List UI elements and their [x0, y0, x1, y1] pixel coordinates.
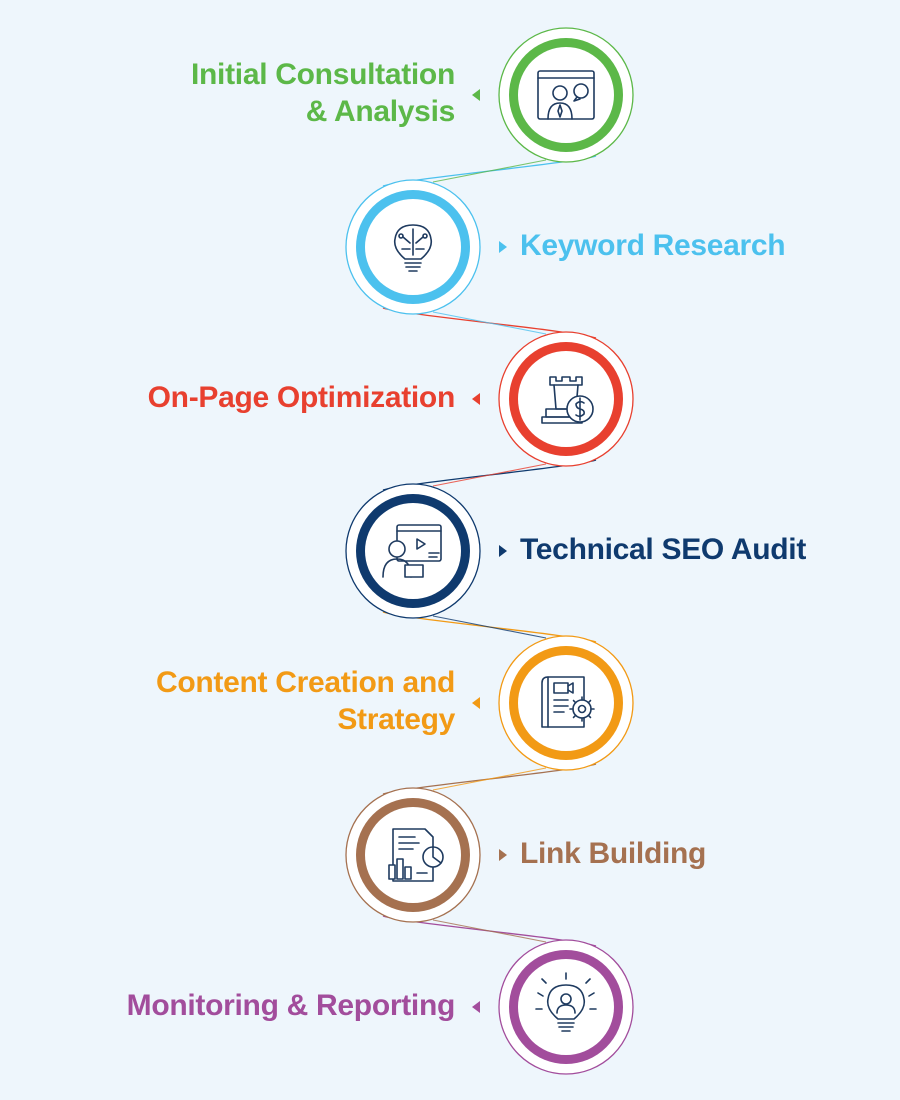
- step-label-line: On-Page Optimization: [147, 380, 456, 414]
- connector-line: [432, 311, 547, 335]
- brain-lightbulb-icon: [393, 224, 433, 272]
- pointer-arrow: [472, 1001, 480, 1013]
- step-label-line: Keyword Research: [520, 228, 786, 262]
- connector-line: [432, 615, 547, 639]
- video-consultation-icon: [537, 70, 595, 120]
- inner-circle: [518, 351, 614, 447]
- idea-bulb-person-icon: [535, 972, 597, 1032]
- inner-circle: [365, 807, 461, 903]
- step-label: On-Page Optimization: [147, 379, 456, 416]
- pointer-arrow: [499, 545, 507, 557]
- inner-circle: [365, 503, 461, 599]
- step-label: Monitoring & Reporting: [126, 987, 456, 1024]
- pointer-arrow: [472, 89, 480, 101]
- connector-line: [432, 919, 547, 943]
- step-label-line: Initial Consultation: [191, 58, 455, 91]
- step-label: Initial Consultation & Analysis: [191, 56, 455, 130]
- step-node: [345, 787, 507, 923]
- connector-line: [432, 767, 547, 791]
- pointer-arrow: [472, 393, 480, 405]
- pointer-arrow: [499, 241, 507, 253]
- step-node: [472, 27, 634, 163]
- step-label-line: Strategy: [337, 703, 455, 736]
- step-node: [345, 179, 507, 315]
- step-label: Link Building: [520, 835, 706, 872]
- connector-line: [432, 463, 547, 487]
- step-node: [472, 635, 634, 771]
- step-label: Technical SEO Audit: [520, 531, 806, 568]
- content-book-gear-icon: [541, 676, 595, 728]
- step-node: [472, 331, 634, 467]
- pointer-arrow: [472, 697, 480, 709]
- report-charts-icon: [388, 828, 444, 882]
- step-label-line: & Analysis: [305, 95, 456, 128]
- step-label-line: Monitoring & Reporting: [126, 988, 456, 1022]
- developer-screen-icon: [382, 524, 442, 578]
- step-nodes: [345, 27, 634, 1075]
- pointer-arrow: [499, 849, 507, 861]
- step-label: Keyword Research: [520, 227, 786, 264]
- step-label-line: Link Building: [520, 836, 707, 870]
- step-node: [472, 939, 634, 1075]
- inner-circle: [518, 655, 614, 751]
- step-label-line: Content Creation and: [156, 666, 455, 699]
- step-label-line: Technical SEO Audit: [520, 532, 807, 566]
- step-node: [345, 483, 507, 619]
- connector-line: [432, 159, 547, 183]
- inner-circle: [518, 959, 614, 1055]
- chess-rook-dollar-icon: [541, 376, 594, 424]
